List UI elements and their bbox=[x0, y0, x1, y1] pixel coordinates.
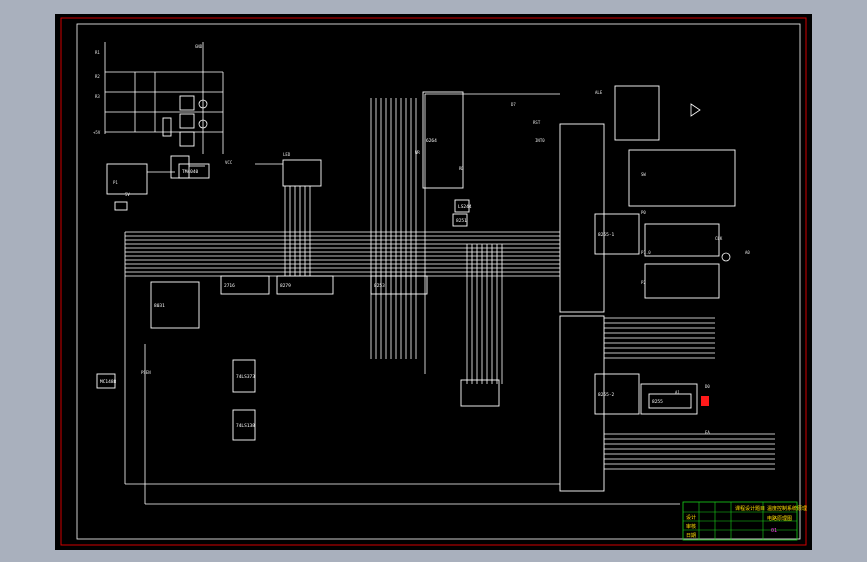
chip-body bbox=[452, 213, 468, 227]
chip-u-2716: 2716 bbox=[220, 275, 270, 295]
input-switch-block bbox=[104, 42, 224, 154]
pin-label: RST bbox=[533, 120, 541, 125]
chip-u-8253: 8253 bbox=[370, 275, 428, 295]
outer-frame bbox=[60, 17, 807, 546]
title-row-date: 日期 bbox=[686, 533, 696, 539]
pin-label: VCC bbox=[225, 160, 233, 165]
chip-u-ls244: LS244 bbox=[454, 199, 472, 213]
pin-label: D7 bbox=[511, 102, 516, 107]
pin-label: P1 bbox=[113, 180, 118, 185]
chip-u-tm4040: TM4040 bbox=[178, 163, 210, 179]
chip-body bbox=[454, 199, 470, 213]
chip-u-74ls138: 74LS138 bbox=[232, 409, 256, 441]
title-subtitle: 电路原理图 bbox=[767, 515, 792, 522]
ic-8253 bbox=[460, 379, 500, 407]
chip-label: 74LS373 bbox=[236, 374, 255, 380]
pin-label: R2 bbox=[95, 74, 100, 79]
pin-label: P1.0 bbox=[641, 250, 651, 255]
pin-label: GND bbox=[195, 44, 203, 49]
chip-label: TM4040 bbox=[182, 169, 199, 175]
pin-label: ALE bbox=[595, 90, 603, 95]
chip-u-8255-1: 8255-1 bbox=[594, 213, 640, 255]
pin-label: 5V bbox=[125, 192, 130, 197]
pin-label: +5V bbox=[93, 130, 101, 135]
chip-u-74ls373: 74LS373 bbox=[232, 359, 256, 393]
highlight-marker bbox=[701, 396, 709, 406]
chip-label: 8251 bbox=[456, 218, 467, 224]
chip-body bbox=[150, 281, 200, 329]
ic-layer: 8255-1 8255-2 8031 8279 8253 2716 6264 74LS373 7… bbox=[96, 91, 692, 441]
chip-u-8031: 8031 bbox=[150, 281, 200, 329]
chip-u-8279: 8279 bbox=[276, 275, 334, 295]
chip-body bbox=[178, 163, 210, 179]
pin-label: A1 bbox=[675, 390, 680, 395]
chip-body bbox=[96, 373, 116, 389]
pin-label: P0 bbox=[641, 210, 646, 215]
pin-label: RD bbox=[459, 166, 464, 171]
chip-u-8251: 8251 bbox=[452, 213, 468, 227]
chip-label: 8255-2 bbox=[598, 392, 615, 398]
pin-label: WR bbox=[415, 150, 420, 155]
pin-label: P2 bbox=[641, 280, 646, 285]
chip-label: 6264 bbox=[426, 138, 437, 144]
chip-body bbox=[220, 275, 270, 295]
chip-body bbox=[422, 91, 464, 189]
pin-label: PSEN bbox=[141, 370, 151, 375]
keypad-port-block bbox=[640, 383, 709, 415]
ic-8255-main bbox=[559, 123, 605, 492]
drawing-viewport[interactable]: 8255-1 8255-2 8031 8279 8253 2716 6264 74LS373 7… bbox=[55, 14, 812, 550]
chip-body bbox=[232, 409, 256, 441]
schematic-canvas[interactable]: 8255-1 8255-2 8031 8279 8253 2716 6264 74LS373 7… bbox=[55, 14, 812, 550]
chip-label: MC1488 bbox=[100, 379, 117, 385]
reset-circuit bbox=[106, 155, 205, 211]
title-main: 温度控制系统原理 bbox=[767, 505, 807, 512]
chip-label: 8031 bbox=[154, 303, 165, 309]
chip-label: 8279 bbox=[280, 283, 291, 289]
title-row-review: 审核 bbox=[686, 523, 696, 530]
chip-u-8255-3: 8255 bbox=[648, 393, 692, 409]
chip-body bbox=[232, 359, 256, 393]
title-block: 课程设计题目 温度控制系统原理 电路原理图 01 设计 审核 日期 bbox=[682, 501, 807, 541]
pin-label: R1 bbox=[95, 50, 100, 55]
pin-label: R3 bbox=[95, 94, 100, 99]
chip-label: LS244 bbox=[458, 204, 472, 210]
chip-body bbox=[594, 213, 640, 255]
chip-label: 8253 bbox=[374, 283, 385, 289]
chip-u-6264: 6264 bbox=[422, 91, 464, 189]
inner-frame bbox=[76, 23, 801, 540]
pin-label: INT0 bbox=[535, 138, 545, 143]
output-relay-block bbox=[614, 85, 736, 299]
pin-label: EA bbox=[705, 430, 710, 435]
pin-label: A0 bbox=[745, 250, 750, 255]
chip-body bbox=[594, 373, 640, 415]
chip-u-8255-2: 8255-2 bbox=[594, 373, 640, 415]
pin-label: LED bbox=[283, 152, 291, 157]
pin-label: D0 bbox=[705, 384, 710, 389]
title-drawing-no: 01 bbox=[771, 528, 777, 534]
chip-body bbox=[276, 275, 334, 295]
chip-body bbox=[648, 393, 692, 409]
pin-label: CLK bbox=[715, 236, 723, 241]
title-school: 课程设计题目 bbox=[735, 505, 765, 512]
chip-label: 74LS138 bbox=[236, 423, 255, 429]
title-row-design: 设计 bbox=[686, 514, 696, 521]
display-driver-top bbox=[255, 159, 322, 187]
pin-label: SW bbox=[641, 172, 646, 177]
chip-label: 8255 bbox=[652, 399, 663, 405]
address-data-bus bbox=[124, 93, 775, 505]
chip-label: 2716 bbox=[224, 283, 235, 289]
chip-body bbox=[370, 275, 428, 295]
chip-u-mc1488: MC1488 bbox=[96, 373, 117, 389]
chip-label: 8255-1 bbox=[598, 232, 615, 238]
